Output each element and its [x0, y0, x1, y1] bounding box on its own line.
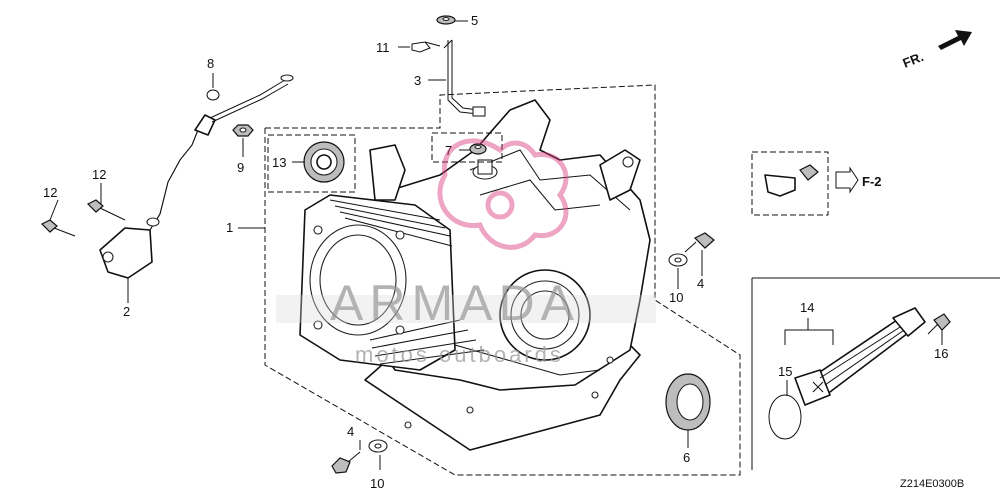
crankcase-group-outline — [264, 84, 741, 476]
bearing-detail-box — [267, 134, 356, 193]
watermark: ARMADA motos outboards — [276, 138, 656, 367]
callout-13: 13 — [272, 155, 286, 170]
front-direction-indicator: FR. — [901, 30, 972, 71]
callout-9: 9 — [237, 160, 244, 175]
callout-4-right: 4 — [697, 276, 704, 291]
watermark-brand: ARMADA — [330, 275, 580, 331]
bolt-12-upper — [86, 199, 126, 221]
callout-16: 16 — [934, 346, 948, 361]
callout-11: 11 — [376, 40, 390, 55]
callout-labels: 1 2 3 4 4 5 6 7 8 9 10 10 11 12 12 13 14… — [43, 13, 948, 491]
pulse-generator-assembly — [99, 74, 294, 279]
crankcase-block — [299, 99, 651, 451]
clip — [411, 41, 441, 53]
callout-14: 14 — [800, 300, 814, 315]
bolt-12-lower — [40, 219, 76, 237]
callout-3: 3 — [414, 73, 421, 88]
bolt-4-bottom — [331, 451, 361, 474]
nut-9 — [232, 124, 254, 137]
callout-1: 1 — [226, 220, 233, 235]
washer-5 — [436, 15, 456, 25]
dipstick-rod — [443, 39, 486, 117]
callout-7: 7 — [445, 143, 452, 158]
callout-2: 2 — [123, 304, 130, 319]
washer-10-bottom — [368, 439, 388, 453]
f2-reference-label: F-2 — [862, 174, 882, 189]
callout-8: 8 — [207, 56, 214, 71]
washer-10-right — [668, 253, 688, 267]
callout-10-right: 10 — [669, 290, 683, 305]
callout-4-bottom: 4 — [347, 424, 354, 439]
oil-seal — [665, 373, 711, 431]
oil-filler-panel — [751, 277, 1000, 470]
callout-10-bottom: 10 — [370, 476, 384, 491]
leader-lines — [49, 20, 943, 470]
callout-6: 6 — [683, 450, 690, 465]
grommet-detail-box — [431, 132, 503, 163]
f2-reference-box — [751, 151, 859, 216]
watermark-logo-icon — [437, 138, 569, 250]
bolt-4-right — [684, 232, 715, 253]
drawing-code: Z214E0300B — [900, 478, 964, 490]
callout-12-lower: 12 — [43, 185, 57, 200]
callout-5: 5 — [471, 13, 478, 28]
callout-12-upper: 12 — [92, 167, 106, 182]
direction-label: FR. — [901, 49, 926, 71]
callout-15: 15 — [778, 364, 792, 379]
o-ring-8 — [206, 89, 220, 101]
watermark-subtitle: motos outboards — [355, 342, 564, 367]
